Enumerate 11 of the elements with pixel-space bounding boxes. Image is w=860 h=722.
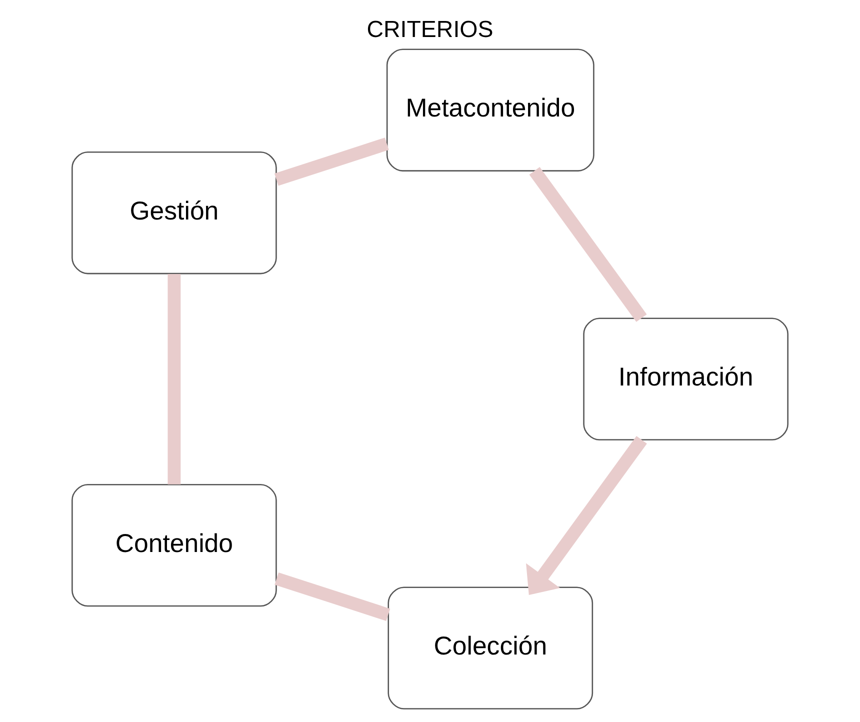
node-box: Contenido [72,484,277,607]
connector [274,138,389,186]
connector [529,167,647,322]
diagram-title: CRITERIOS [366,16,494,42]
node-box: Información [583,318,788,440]
node-box: Gestión [72,152,277,274]
arrow [526,436,647,596]
node-box: Metacontenido [386,48,594,172]
node-box: Colección [388,586,594,710]
connector [168,274,181,484]
connector [274,572,390,621]
